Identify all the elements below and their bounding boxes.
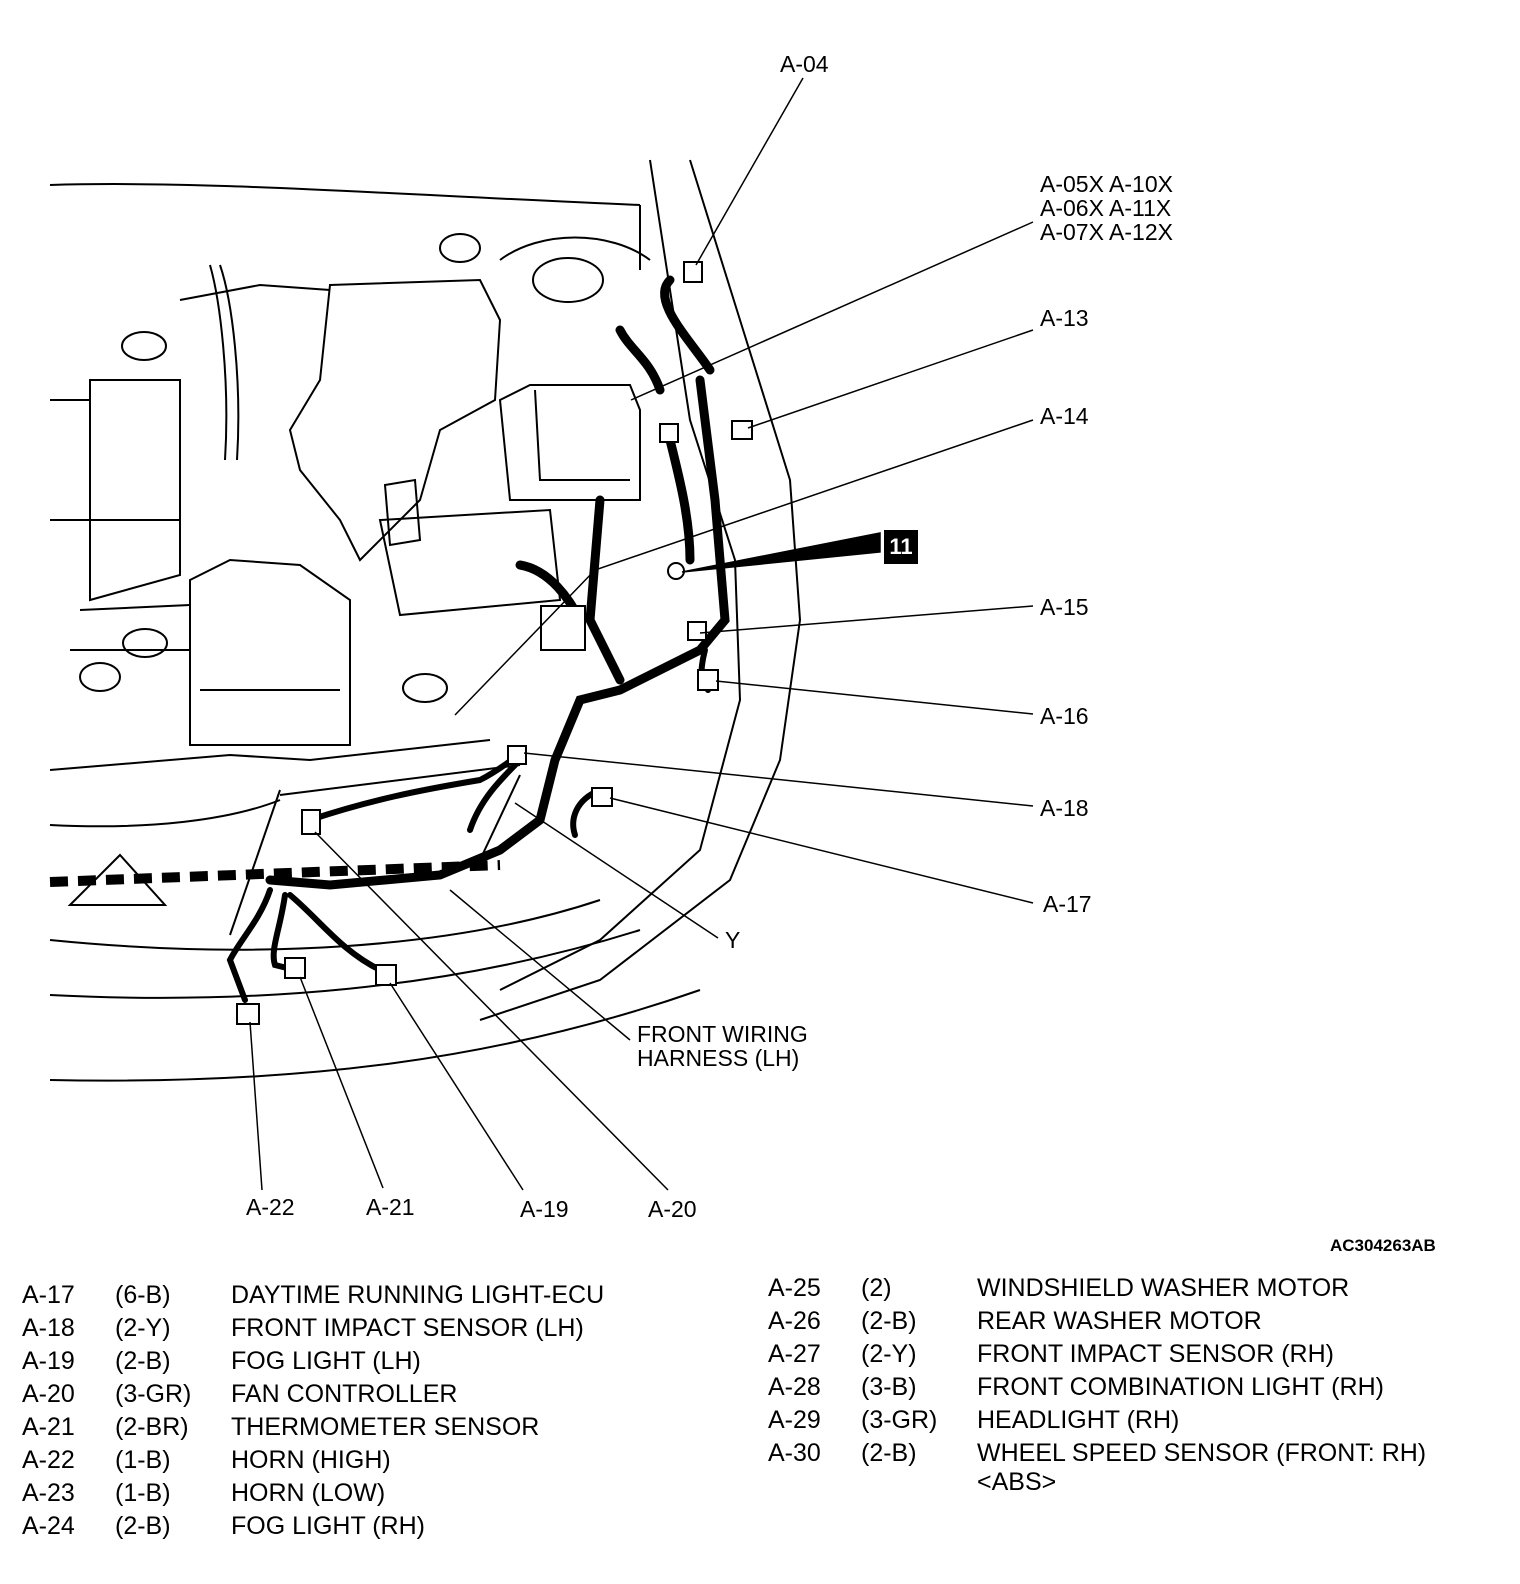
callout-a21: A-21 — [366, 1194, 415, 1220]
ground-point — [667, 562, 685, 580]
callout-harness-line2: HARNESS (LH) — [637, 1045, 800, 1071]
callout-a14: A-14 — [1040, 403, 1089, 429]
legend-description: REAR WASHER MOTOR — [977, 1307, 1262, 1335]
legend-connector-id: A-26 — [768, 1307, 821, 1335]
legend-row: A-26 (2-B) REAR WASHER MOTOR — [768, 1307, 1427, 1340]
leader-lines — [249, 77, 1034, 1191]
legend-description: FOG LIGHT (LH) — [231, 1347, 421, 1375]
legend-pin-color: (1-B) — [115, 1479, 171, 1507]
legend-description: HORN (HIGH) — [231, 1446, 391, 1474]
callout-a05-group: A-05X A-10X A-06X A-11X A-07X A-12X — [1040, 172, 1173, 244]
legend-pin-color: (6-B) — [115, 1281, 171, 1309]
legend-connector-id: A-27 — [768, 1340, 821, 1368]
legend-description: WINDSHIELD WASHER MOTOR — [977, 1274, 1350, 1302]
callout-harness-line1: FRONT WIRING — [637, 1021, 808, 1047]
connector-block — [540, 605, 586, 651]
connector-a21 — [284, 957, 306, 979]
relay-box — [378, 236, 651, 617]
callout-a05-line1: A-05X A-10X — [1040, 171, 1173, 197]
connector-a20 — [301, 809, 321, 835]
connector-legend-right: A-25 (2) WINDSHIELD WASHER MOTOR A-26 (2-B) R… — [768, 1274, 1427, 1497]
legend-row: A-23 (1-B) HORN (LOW) — [22, 1479, 604, 1512]
legend-description: FOG LIGHT (RH) — [231, 1512, 425, 1540]
legend-description: FRONT IMPACT SENSOR (RH) — [977, 1340, 1334, 1368]
legend-pin-color: (2) — [861, 1274, 892, 1302]
legend-row: A-27 (2-Y) FRONT IMPACT SENSOR (RH) — [768, 1340, 1427, 1373]
engine-bay-wiring-diagram — [49, 77, 1034, 1191]
connector-a18 — [507, 745, 527, 765]
connector-a15 — [687, 621, 707, 641]
callout-a13: A-13 — [1040, 305, 1089, 331]
legend-description: HORN (LOW) — [231, 1479, 386, 1507]
connector-a16 — [697, 669, 719, 691]
legend-row: A-19 (2-B) FOG LIGHT (LH) — [22, 1347, 604, 1380]
legend-description: HEADLIGHT (RH) — [977, 1406, 1180, 1434]
callout-a15: A-15 — [1040, 594, 1089, 620]
connectors — [236, 261, 753, 1025]
legend-connector-id: A-28 — [768, 1373, 821, 1401]
callout-a20: A-20 — [648, 1196, 697, 1222]
connector-legend-left: A-17 (6-B) DAYTIME RUNNING LIGHT-ECU A-18 (2… — [22, 1281, 604, 1545]
legend-row: A-30 (2-B) WHEEL SPEED SENSOR (FRONT: RH) … — [768, 1439, 1427, 1497]
legend-pin-color: (1-B) — [115, 1446, 171, 1474]
legend-pin-color: (3-GR) — [115, 1380, 192, 1408]
legend-connector-id: A-24 — [22, 1512, 75, 1540]
wiring-harness — [226, 275, 730, 1003]
connector-a04 — [683, 261, 703, 283]
engine-block — [50, 233, 502, 746]
callout-a05-line3: A-07X A-12X — [1040, 219, 1173, 245]
legend-pin-color: (3-B) — [861, 1373, 917, 1401]
legend-description: FRONT COMBINATION LIGHT (RH) — [977, 1373, 1384, 1401]
legend-row: A-17 (6-B) DAYTIME RUNNING LIGHT-ECU — [22, 1281, 604, 1314]
legend-connector-id: A-21 — [22, 1413, 75, 1441]
legend-connector-id: A-20 — [22, 1380, 75, 1408]
callout-a18: A-18 — [1040, 795, 1089, 821]
callout-a17: A-17 — [1043, 891, 1092, 917]
legend-pin-color: (2-BR) — [115, 1413, 189, 1441]
legend-row: A-24 (2-B) FOG LIGHT (RH) — [22, 1512, 604, 1545]
callout-a22: A-22 — [246, 1194, 295, 1220]
callout-a19: A-19 — [520, 1196, 569, 1222]
radiator-support — [49, 739, 521, 936]
legend-description: DAYTIME RUNNING LIGHT-ECU — [231, 1281, 605, 1309]
legend-row: A-20 (3-GR) FAN CONTROLLER — [22, 1380, 604, 1413]
connector-a22 — [236, 1003, 260, 1025]
legend-pin-color: (3-GR) — [861, 1406, 938, 1434]
legend-pin-color: (2-Y) — [861, 1340, 917, 1368]
connector-a17 — [591, 787, 613, 807]
legend-description: WHEEL SPEED SENSOR (FRONT: RH) <ABS> — [977, 1439, 1427, 1496]
callout-a04: A-04 — [780, 51, 829, 77]
legend-connector-id: A-30 — [768, 1439, 821, 1467]
legend-pin-color: (2-Y) — [115, 1314, 171, 1342]
legend-description: THERMOMETER SENSOR — [231, 1413, 540, 1441]
legend-description: FAN CONTROLLER — [231, 1380, 458, 1408]
legend-connector-id: A-18 — [22, 1314, 75, 1342]
legend-connector-id: A-29 — [768, 1406, 821, 1434]
legend-pin-color: (2-B) — [115, 1512, 171, 1540]
legend-connector-id: A-25 — [768, 1274, 821, 1302]
callout-a05-line2: A-06X A-11X — [1040, 195, 1172, 221]
callout-harness: FRONT WIRING HARNESS (LH) — [637, 1022, 808, 1070]
legend-row: A-28 (3-B) FRONT COMBINATION LIGHT (RH) — [768, 1373, 1427, 1406]
figure-reference: AC304263AB — [1330, 1236, 1436, 1255]
legend-connector-id: A-23 — [22, 1479, 75, 1507]
legend-row: A-21 (2-BR) THERMOMETER SENSOR — [22, 1413, 604, 1446]
legend-pin-color: (2-B) — [861, 1439, 917, 1467]
badge-11: 11 — [884, 530, 918, 564]
legend-row: A-25 (2) WINDSHIELD WASHER MOTOR — [768, 1274, 1427, 1307]
connector-a19 — [375, 964, 397, 986]
connector-a14 — [659, 423, 679, 443]
legend-pin-color: (2-B) — [861, 1307, 917, 1335]
callout-y: Y — [725, 927, 741, 953]
legend-connector-id: A-22 — [22, 1446, 75, 1474]
connector-a13 — [731, 420, 753, 440]
legend-description: FRONT IMPACT SENSOR (LH) — [231, 1314, 584, 1342]
callout-a16: A-16 — [1040, 703, 1089, 729]
legend-row: A-18 (2-Y) FRONT IMPACT SENSOR (LH) — [22, 1314, 604, 1347]
legend-row: A-29 (3-GR) HEADLIGHT (RH) — [768, 1406, 1427, 1439]
legend-connector-id: A-19 — [22, 1347, 75, 1375]
legend-pin-color: (2-B) — [115, 1347, 171, 1375]
legend-row: A-22 (1-B) HORN (HIGH) — [22, 1446, 604, 1479]
legend-connector-id: A-17 — [22, 1281, 75, 1309]
